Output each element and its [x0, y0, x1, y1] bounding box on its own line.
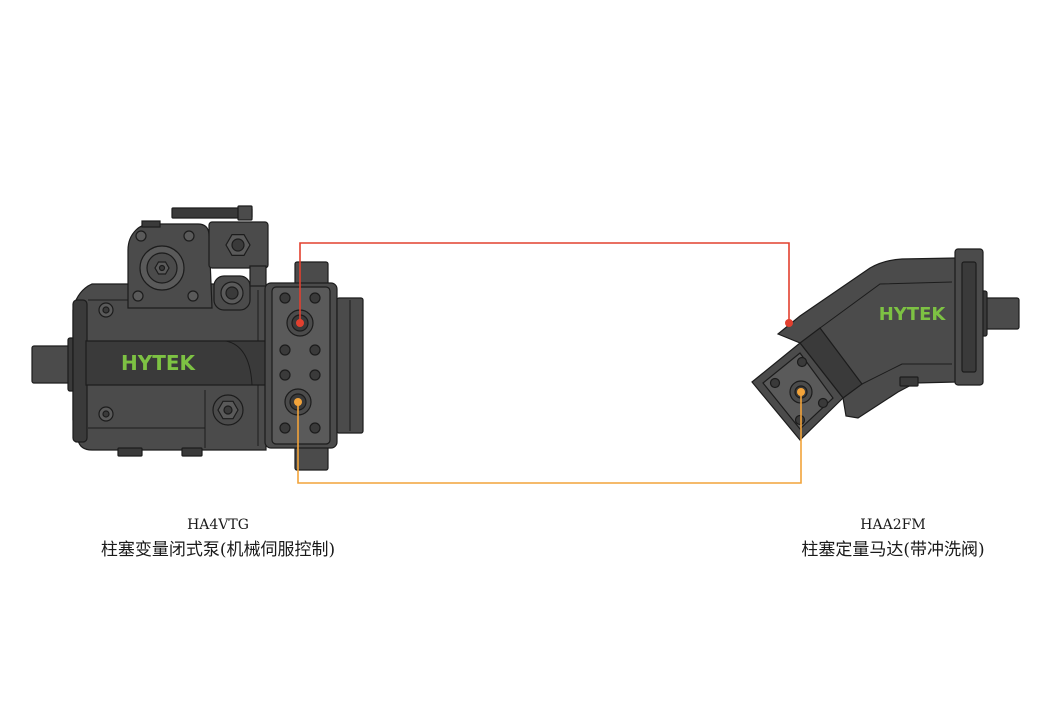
bolt: [309, 292, 321, 304]
bolt: [279, 422, 291, 434]
pump-bottom-block: [294, 444, 329, 471]
pump-mounting-flange: [72, 299, 88, 443]
motor-brand-logo: HYTEK: [879, 304, 947, 325]
bolt: [132, 290, 144, 302]
pump-foot: [117, 447, 143, 457]
bolt: [279, 369, 291, 381]
motor-flange-face: [961, 261, 977, 373]
pump-port-a-marker: [296, 319, 304, 327]
pump-model-label: HA4VTG: [187, 517, 249, 533]
pump-valve-nut-center: [231, 238, 245, 252]
ha4vtg-pump: HYTEK: [31, 205, 364, 471]
bolt: [187, 290, 199, 302]
pump-connector: [249, 265, 267, 287]
high-pressure-line: [299, 242, 790, 323]
bolt: [102, 306, 110, 314]
pump-control-lever-end: [237, 205, 253, 221]
motor-port-a-marker: [785, 319, 793, 327]
low-pressure-line: [297, 392, 802, 484]
pump-drain-plug-center: [223, 405, 233, 415]
motor-type-label: 柱塞定量马达(带冲洗阀): [801, 540, 984, 560]
motor-flushing-valve: [899, 376, 919, 387]
bolt: [309, 344, 321, 356]
pump-type-label: 柱塞变量闭式泵(机械伺服控制): [101, 540, 335, 560]
pump-brand-band: [85, 340, 267, 386]
bolt: [183, 230, 195, 242]
bolt: [309, 422, 321, 434]
pump-port-b-marker: [294, 398, 302, 406]
pump-control-base: [141, 220, 161, 228]
bolt: [309, 369, 321, 381]
pump-brand-logo: HYTEK: [121, 351, 197, 375]
bolt: [135, 230, 147, 242]
pump-cylinder-cap-center: [225, 286, 239, 300]
bolt: [817, 397, 829, 409]
pump-foot: [181, 447, 203, 457]
motor-port-b-marker: [797, 388, 805, 396]
motor-model-label: HAA2FM: [860, 517, 925, 533]
bolt: [796, 356, 808, 368]
motor-housing-ridge: [861, 363, 952, 385]
pump-control-nut-center: [158, 264, 166, 272]
pump-band-curve: [225, 340, 253, 386]
bolt: [279, 292, 291, 304]
bolt: [769, 377, 781, 389]
motor-housing-ridge: [819, 281, 953, 329]
bolt: [279, 344, 291, 356]
haa2fm-motor: HYTEK: [751, 248, 1020, 441]
bolt: [794, 414, 806, 426]
bolt: [102, 410, 110, 418]
